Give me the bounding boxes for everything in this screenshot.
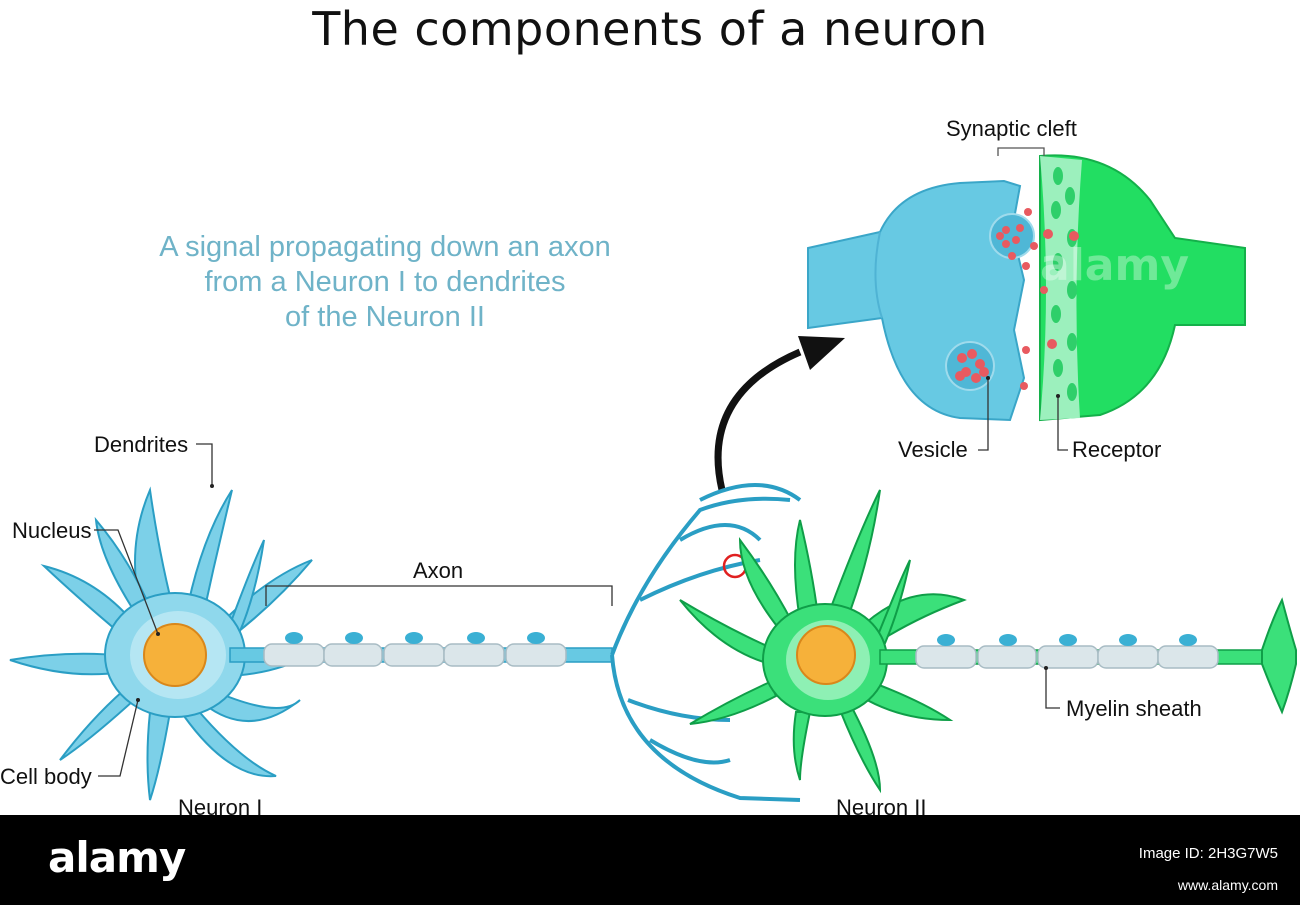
neuron-1-nucleus xyxy=(143,623,207,687)
neuron-diagram xyxy=(9,147,1297,802)
postsynaptic-terminal xyxy=(1039,154,1246,422)
stock-footer: alamy Image ID: 2H3G7W5 www.alamy.com xyxy=(0,815,1300,905)
label-cell-body: Cell body xyxy=(0,764,92,789)
label-dendrites: Dendrites xyxy=(94,432,189,457)
synapse-detail xyxy=(807,147,1246,451)
label-axon: Axon xyxy=(413,558,464,583)
alamy-logo: alamy xyxy=(48,833,186,882)
subtitle-line-3: of the Neuron II xyxy=(285,301,485,333)
site-url: www.alamy.com xyxy=(1177,877,1278,893)
diagram-title: The components of a neuron xyxy=(312,2,988,56)
label-nucleus: Nucleus xyxy=(12,518,92,543)
neuron-1 xyxy=(9,483,802,802)
receptor-membrane xyxy=(1040,156,1082,420)
label-synaptic-cleft: Synaptic cleft xyxy=(946,116,1077,141)
subtitle-line-2: from a Neuron I to dendrites xyxy=(204,266,566,298)
label-receptor: Receptor xyxy=(1072,437,1162,462)
diagram-subtitle: A signal propagating down an axon from a… xyxy=(120,230,650,335)
neuron-2-nucleus xyxy=(796,625,856,685)
label-myelin-sheath: Myelin sheath xyxy=(1066,696,1202,721)
zoom-arrow xyxy=(714,348,802,491)
vesicle-lower xyxy=(945,341,995,391)
image-id: Image ID: 2H3G7W5 xyxy=(1138,845,1278,862)
presynaptic-terminal xyxy=(807,179,1026,422)
subtitle-line-1: A signal propagating down an axon xyxy=(159,231,611,263)
label-vesicle: Vesicle xyxy=(898,437,968,462)
neuron-2 xyxy=(679,489,1297,794)
watermark-text: alamy xyxy=(1040,240,1189,291)
